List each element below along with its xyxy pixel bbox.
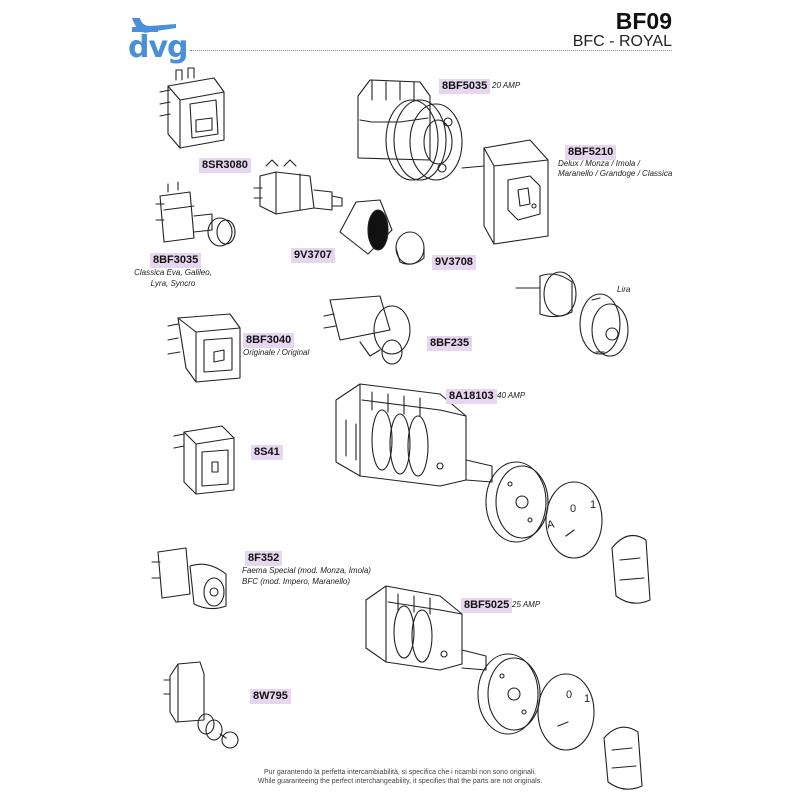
dial-mark-1-bottom: 1: [584, 693, 591, 705]
disc-top-icon: [485, 461, 549, 543]
dial-mark-1-top: 1: [590, 499, 597, 511]
switch-8f352-icon: [151, 547, 227, 610]
note-8bf3035-line2: Lyra, Syncro: [150, 279, 196, 288]
note-8bf5210-line1: Delux / Monza / Imola /: [558, 159, 640, 168]
dial-mark-a: A: [546, 518, 556, 532]
label-9v3708: 9V3708: [432, 255, 476, 270]
note-8bf5210-line2: Maranello / Grandoge / Classica: [558, 169, 673, 178]
note-8f352-line2: BFC (mod. Impero, Maranello): [242, 577, 351, 586]
rotary-switch-8bf5210-icon: [461, 139, 549, 245]
header-divider: [190, 50, 672, 51]
footer-line-english: While guaranteeing the perfect interchan…: [257, 778, 543, 785]
note-lira: Lira: [617, 285, 631, 294]
note-8f352-line1: Faema Special (mod. Monza, Imola): [242, 566, 371, 575]
switch-8sr3080-icon: [253, 159, 343, 215]
rocker-switch-8s41-icon: [173, 425, 235, 495]
disc-bottom-icon: [477, 653, 541, 735]
label-8bf3040: 8BF3040: [243, 333, 295, 348]
label-8bf5025: 8BF5025: [461, 598, 513, 613]
footer-line-italian: Pur garantendo la perfetta intercambiabi…: [264, 769, 536, 776]
label-8s41: 8S41: [251, 445, 283, 460]
label-8a18103: 8A18103: [446, 389, 497, 404]
brand-logo-icon: [132, 18, 176, 33]
knob-top-icon: [611, 534, 651, 604]
label-8bf3035: 8BF3035: [150, 253, 202, 268]
rotary-lira-icon: [515, 271, 629, 357]
label-8f352: 8F352: [245, 551, 283, 566]
footer-disclaimer: Pur garantendo la perfetta intercambiabi…: [0, 768, 800, 786]
knob-bottom-icon: [603, 726, 643, 790]
page-code: BF09: [615, 8, 672, 34]
switch-8bf235-icon: [323, 295, 411, 365]
label-9v3707: 9V3707: [291, 248, 335, 263]
note-8bf3035-line1: Classica Eva, Galileo,: [134, 268, 212, 277]
dial-plate-bottom-icon: [537, 673, 595, 751]
cap-9v3707-icon: [339, 199, 393, 255]
label-8bf5035: 8BF5035: [439, 79, 491, 94]
rocker-switch-top-icon: [159, 67, 225, 149]
dial-plate-top-icon: [545, 481, 603, 559]
dial-mark-0-top: 0: [570, 503, 577, 515]
label-8w795: 8W795: [250, 689, 291, 704]
rotary-switch-8a18103-icon: [335, 383, 493, 487]
button-8bf3035-icon: [155, 181, 236, 247]
label-8sr3080: 8SR3080: [199, 158, 251, 173]
label-8bf235: 8BF235: [427, 336, 473, 351]
dial-mark-0-bottom: 0: [566, 689, 573, 701]
switch-8w795-icon: [163, 661, 239, 749]
note-8bf5025: 25 AMP: [512, 600, 541, 609]
label-8bf5210: 8BF5210: [565, 145, 617, 160]
rotary-switch-8bf5035-icon: [357, 79, 463, 181]
rocker-switch-8bf3040-icon: [167, 313, 241, 383]
note-8bf3040: Originale / Original: [243, 348, 310, 357]
page-subtitle: BFC - ROYAL: [572, 33, 672, 50]
knob-9v3708-icon: [395, 231, 425, 265]
brand-name: dvg: [128, 30, 189, 65]
note-8bf5035: 20 AMP: [492, 81, 521, 90]
note-8a18103: 40 AMP: [497, 391, 526, 400]
rotary-switch-8bf5025-icon: [365, 585, 487, 671]
